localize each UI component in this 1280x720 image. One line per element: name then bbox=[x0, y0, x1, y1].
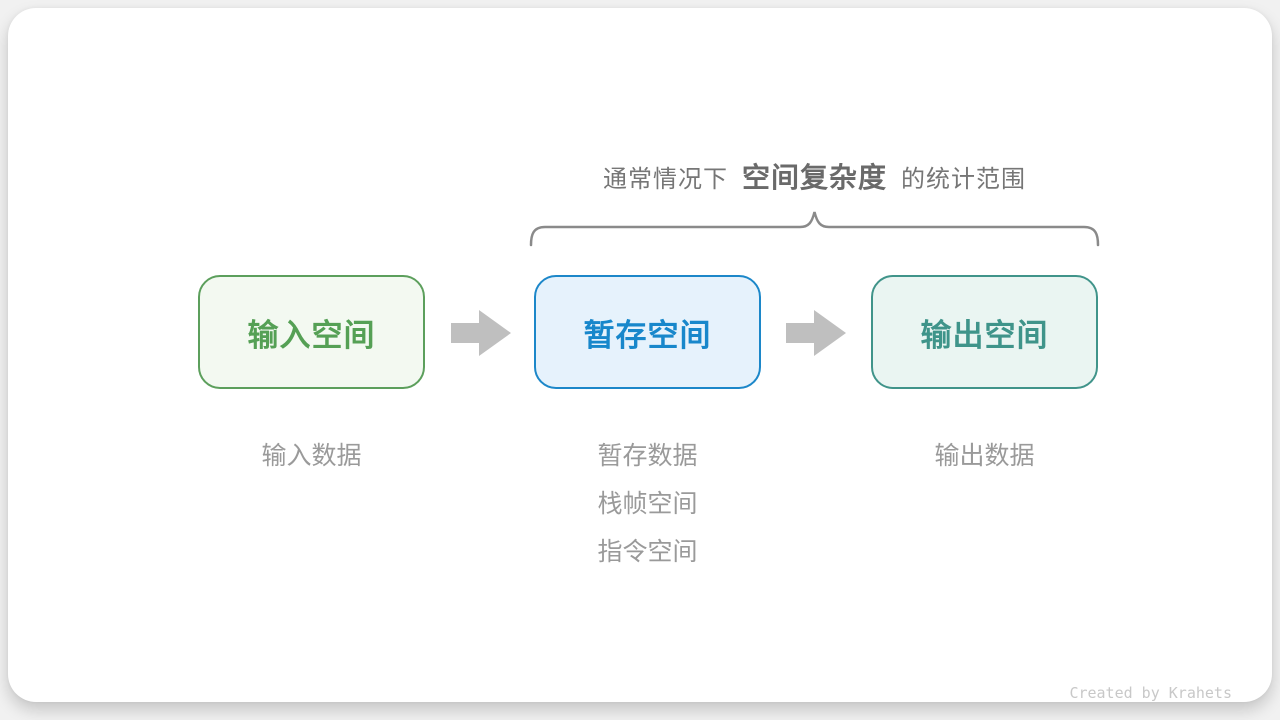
right-arrow-icon bbox=[451, 310, 511, 356]
buffer-space-box: 暂存空间 bbox=[534, 275, 761, 389]
right-arrow-icon bbox=[786, 310, 846, 356]
buffer-space-notes: 暂存数据 栈帧空间 指令空间 bbox=[534, 432, 761, 576]
note-buffer-data: 暂存数据 bbox=[597, 442, 698, 470]
output-space-notes: 输出数据 bbox=[871, 432, 1098, 480]
output-space-label: 输出空间 bbox=[920, 317, 1049, 353]
input-space-notes: 输入数据 bbox=[198, 432, 425, 480]
scope-title: 通常情况下 空间复杂度 的统计范围 bbox=[531, 156, 1098, 196]
input-space-label: 输入空间 bbox=[247, 317, 376, 353]
credit-text: Created by Krahets bbox=[1069, 684, 1232, 702]
note-output-data: 输出数据 bbox=[934, 442, 1035, 470]
input-space-box: 输入空间 bbox=[198, 275, 425, 389]
scope-title-prefix: 通常情况下 bbox=[602, 166, 728, 193]
note-instruction-space: 指令空间 bbox=[597, 538, 698, 566]
note-input-data: 输入数据 bbox=[261, 442, 362, 470]
note-stack-frame-space: 栈帧空间 bbox=[597, 490, 698, 518]
scope-title-suffix: 的统计范围 bbox=[901, 166, 1026, 193]
buffer-space-label: 暂存空间 bbox=[583, 317, 712, 353]
curly-brace-icon bbox=[529, 211, 1100, 247]
output-space-box: 输出空间 bbox=[871, 275, 1098, 389]
scope-title-highlight: 空间复杂度 bbox=[741, 162, 887, 193]
diagram-card: 通常情况下 空间复杂度 的统计范围 输入空间 暂存空间 输出空间 输入数据 暂存… bbox=[8, 8, 1272, 702]
